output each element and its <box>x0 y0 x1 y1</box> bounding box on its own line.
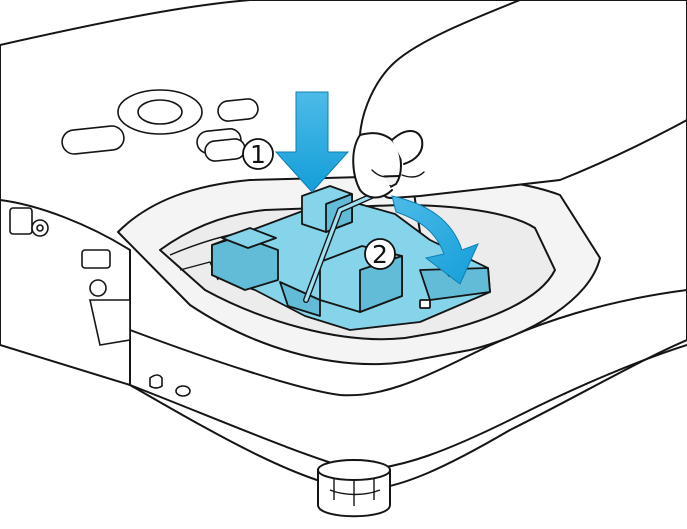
front-slots <box>149 374 191 397</box>
control-dial-center <box>137 99 183 125</box>
adjustable-foot <box>317 459 391 518</box>
port <box>9 207 33 235</box>
step-2-marker: 2 <box>364 238 396 270</box>
lamp-unit <box>211 185 491 331</box>
side-ports <box>9 207 131 346</box>
step-1-label: 1 <box>250 140 266 169</box>
screw-hole <box>89 279 107 297</box>
control-button <box>204 138 246 162</box>
lower-handle-arrow-icon <box>391 195 479 285</box>
control-button <box>217 98 259 122</box>
control-button <box>61 125 125 155</box>
step-1-marker: 1 <box>242 138 274 170</box>
hdmi-port <box>81 249 111 269</box>
hand-icon <box>352 0 687 199</box>
foot-tab <box>89 299 131 346</box>
step-2-label: 2 <box>372 240 388 269</box>
press-down-arrow-icon <box>274 91 350 193</box>
